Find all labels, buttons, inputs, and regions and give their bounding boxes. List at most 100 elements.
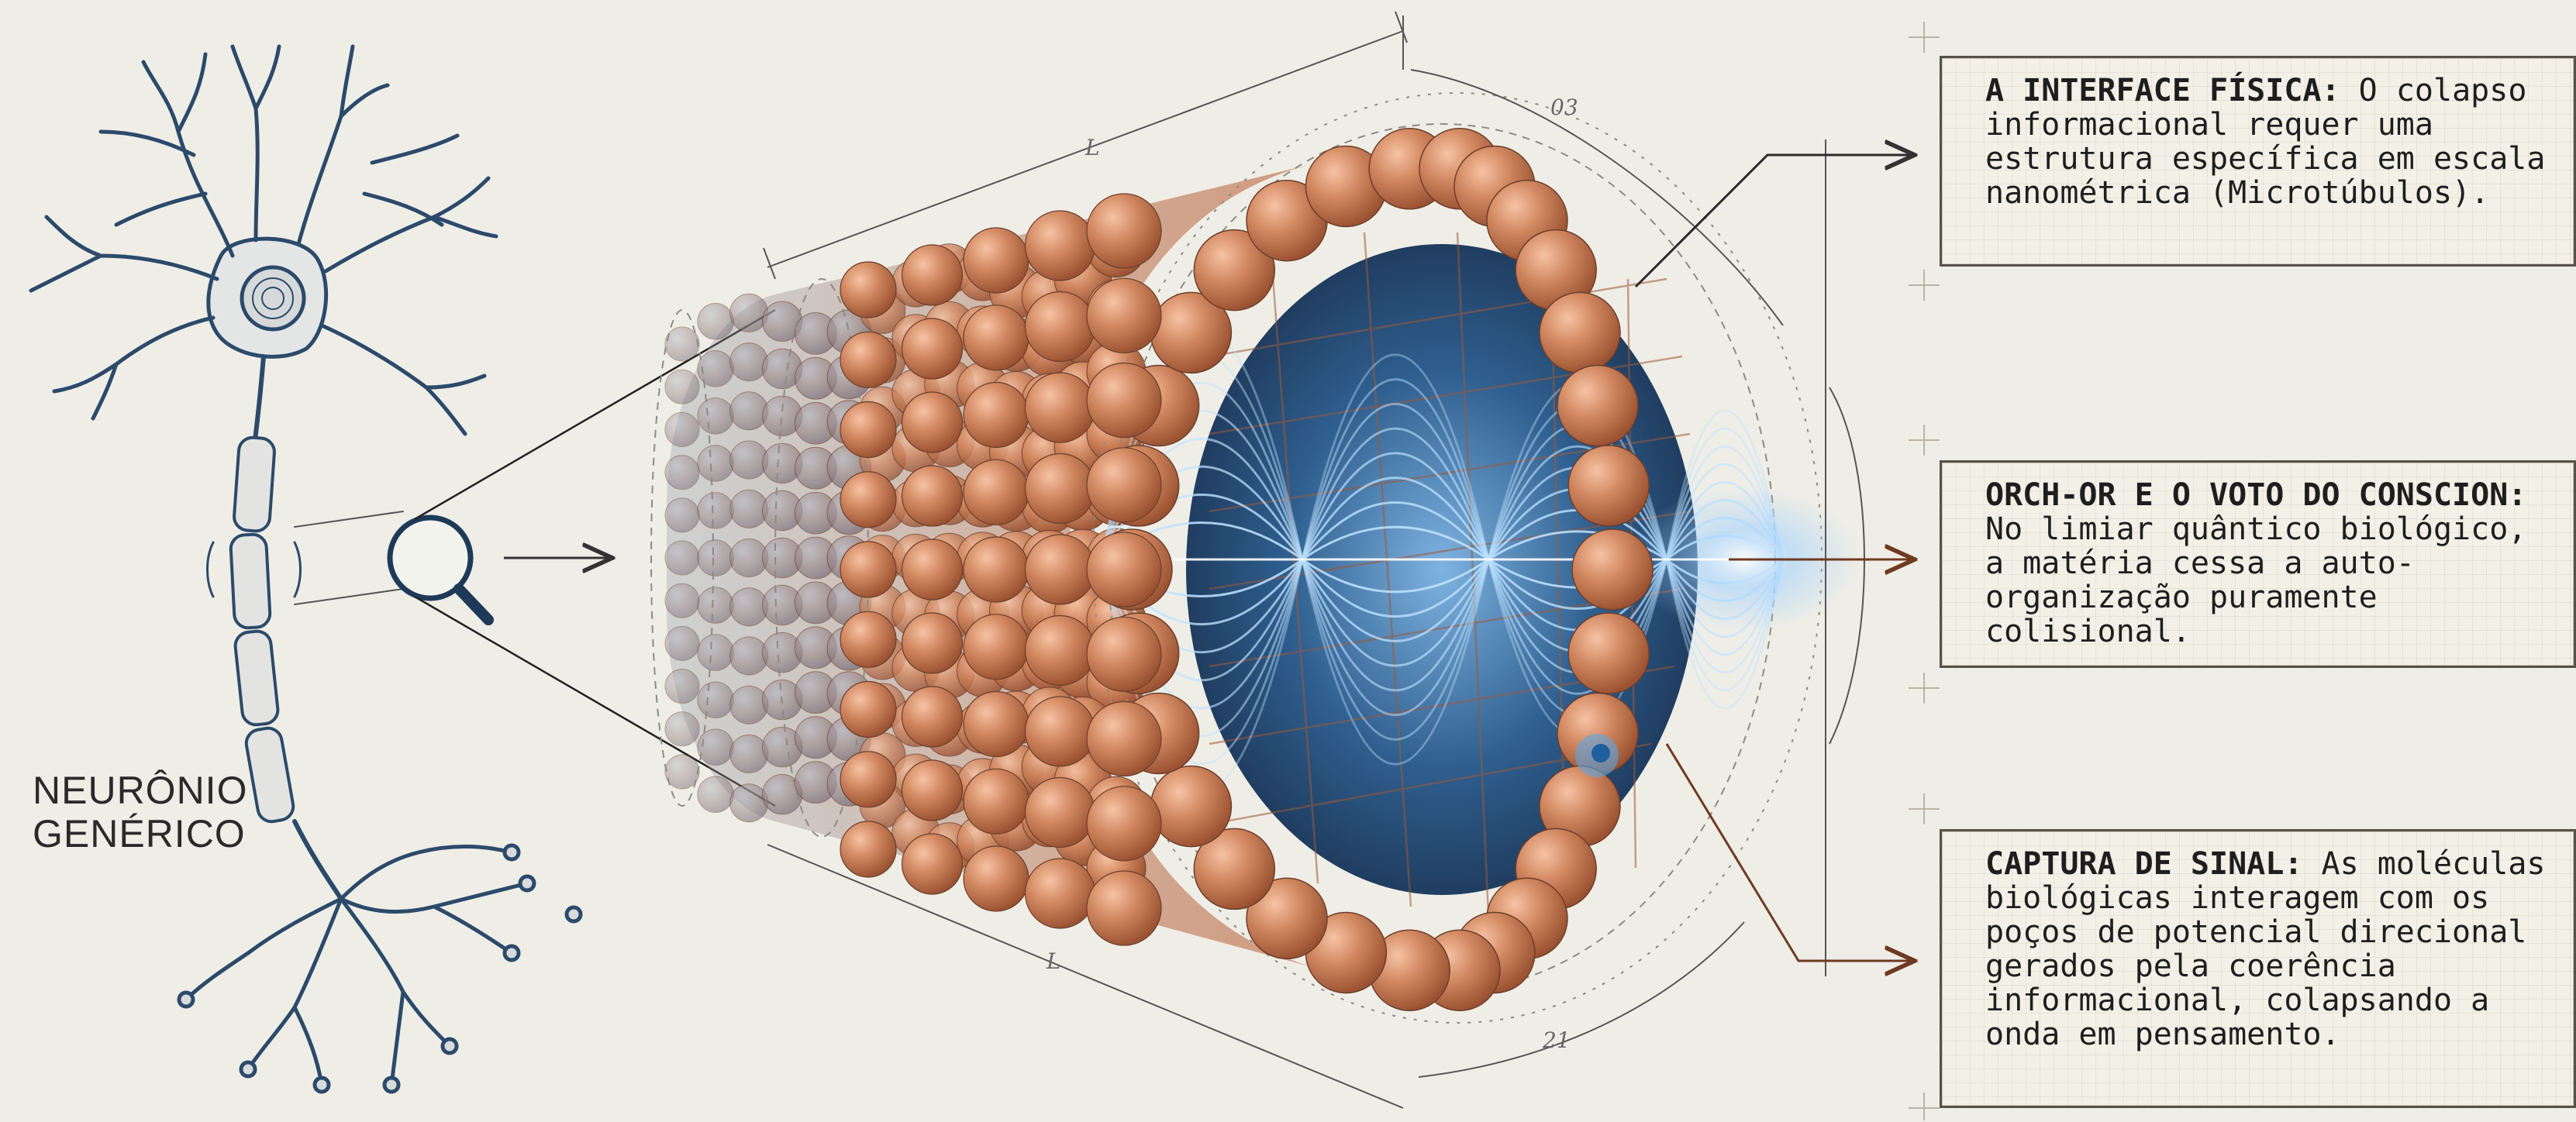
tubulin-bead — [1026, 211, 1095, 280]
tubulin-bead — [840, 402, 896, 458]
magnifier-icon — [390, 518, 488, 620]
tubulin-bead — [730, 343, 768, 381]
tubulin-bead — [840, 752, 896, 807]
tubulin-bead — [964, 846, 1029, 911]
tubulin-bead — [665, 712, 699, 746]
tubulin-bead — [698, 682, 733, 718]
tubulin-bead — [1087, 532, 1161, 607]
length-label-bottom: L — [1046, 948, 1061, 974]
tubulin-bead — [698, 587, 733, 623]
tubulin-bead — [698, 635, 733, 670]
tubulin-bead — [1026, 859, 1095, 928]
tubulin-bead — [1026, 373, 1095, 442]
tubulin-bead — [902, 318, 963, 379]
tubulin-bead — [1026, 454, 1095, 524]
note-orch-or: ORCH-OR E O VOTO DO CONSCION: No limiar … — [1940, 460, 2576, 668]
tubulin-bead — [1087, 278, 1161, 353]
tubulin-bead — [1087, 363, 1161, 438]
neuron-label-line1: NEURÔNIO — [33, 769, 296, 812]
tubulin-bead — [1026, 616, 1095, 686]
tubulin-bead — [840, 611, 896, 667]
tubulin-bead — [840, 262, 896, 318]
tubulin-bead — [840, 542, 896, 597]
tubulin-bead — [730, 392, 768, 430]
tubulin-bead — [964, 614, 1029, 680]
tubulin-bead — [964, 692, 1029, 757]
tubulin-bead — [698, 304, 733, 339]
neuron-nucleus — [242, 267, 304, 329]
tubulin-bead — [730, 735, 768, 773]
microtubule — [651, 93, 1860, 1023]
note-body: No limiar quântico biológico, a matéria … — [1985, 511, 2526, 649]
tubulin-bead — [665, 370, 699, 404]
tubulin-bead — [902, 760, 963, 821]
tubulin-bead — [1026, 778, 1095, 848]
tubulin-bead — [1540, 292, 1620, 373]
neuron-label: NEURÔNIO GENÉRICO — [33, 769, 296, 855]
tubulin-bead — [665, 669, 699, 704]
tubulin-bead — [1557, 366, 1638, 446]
tubulin-bead — [840, 682, 896, 738]
tubulin-bead — [964, 228, 1029, 293]
tubulin-bead — [698, 729, 733, 765]
tubulin-bead — [698, 493, 733, 528]
angle-label-bottom: 21 — [1542, 1027, 1571, 1053]
tubulin-bead — [902, 539, 963, 600]
tubulin-bead — [1087, 617, 1161, 691]
note-title: A INTERFACE FÍSICA: — [1985, 73, 2340, 108]
tubulin-bead — [964, 459, 1029, 525]
tubulin-bead — [964, 383, 1029, 448]
tubulin-bead — [665, 626, 699, 660]
tubulin-bead — [1087, 194, 1161, 268]
tubulin-bead — [1026, 292, 1095, 362]
tubulin-bead — [665, 541, 699, 575]
tubulin-bead — [1150, 766, 1231, 847]
tubulin-bead — [665, 583, 699, 618]
tubulin-bead — [1087, 448, 1161, 522]
tubulin-bead — [902, 466, 963, 526]
tubulin-bead — [964, 769, 1029, 834]
tubulin-bead — [698, 776, 733, 812]
note-physical-interface: A INTERFACE FÍSICA: O colapso informacio… — [1940, 56, 2576, 267]
tubulin-bead — [964, 537, 1029, 602]
tubulin-bead — [1087, 702, 1161, 776]
tubulin-bead — [730, 784, 768, 822]
note-title: CAPTURA DE SINAL: — [1985, 846, 2302, 882]
tubulin-bead — [902, 613, 963, 673]
tubulin-bead — [698, 446, 733, 481]
tubulin-bead — [665, 498, 699, 532]
tubulin-bead — [1572, 529, 1653, 610]
tubulin-bead — [730, 686, 768, 724]
tubulin-bead — [1568, 613, 1649, 694]
tubulin-bead — [840, 821, 896, 877]
tubulin-bead — [902, 245, 963, 305]
tubulin-bead — [840, 332, 896, 387]
tubulin-bead — [902, 687, 963, 747]
tubulin-bead — [730, 637, 768, 675]
tubulin-bead — [840, 472, 896, 528]
neuron-label-line2: GENÉRICO — [33, 812, 296, 855]
tubulin-bead — [698, 398, 733, 434]
tubulin-bead — [665, 412, 699, 446]
tubulin-bead — [665, 755, 699, 789]
tubulin-bead — [698, 540, 733, 576]
tubulin-bead — [665, 456, 699, 490]
length-label-top: L — [1085, 135, 1100, 160]
signal-capture-point — [1575, 734, 1619, 777]
tubulin-bead — [1026, 535, 1095, 604]
tubulin-bead — [1087, 871, 1161, 945]
tubulin-bead — [1026, 697, 1095, 766]
tubulin-bead — [730, 441, 768, 479]
tubulin-bead — [1568, 446, 1649, 526]
neuron-illustration — [31, 46, 581, 1092]
tubulin-bead — [730, 294, 768, 332]
tubulin-bead — [665, 327, 699, 361]
tubulin-bead — [1087, 786, 1161, 861]
tubulin-bead — [964, 305, 1029, 370]
tubulin-bead — [902, 392, 963, 453]
angle-label-top: 03 — [1550, 95, 1578, 120]
registration-marks — [1909, 22, 1940, 1120]
tubulin-bead — [902, 834, 963, 894]
note-title: ORCH-OR E O VOTO DO CONSCION: — [1985, 477, 2526, 513]
note-signal-capture: CAPTURA DE SINAL: As moléculas biológica… — [1940, 829, 2576, 1108]
